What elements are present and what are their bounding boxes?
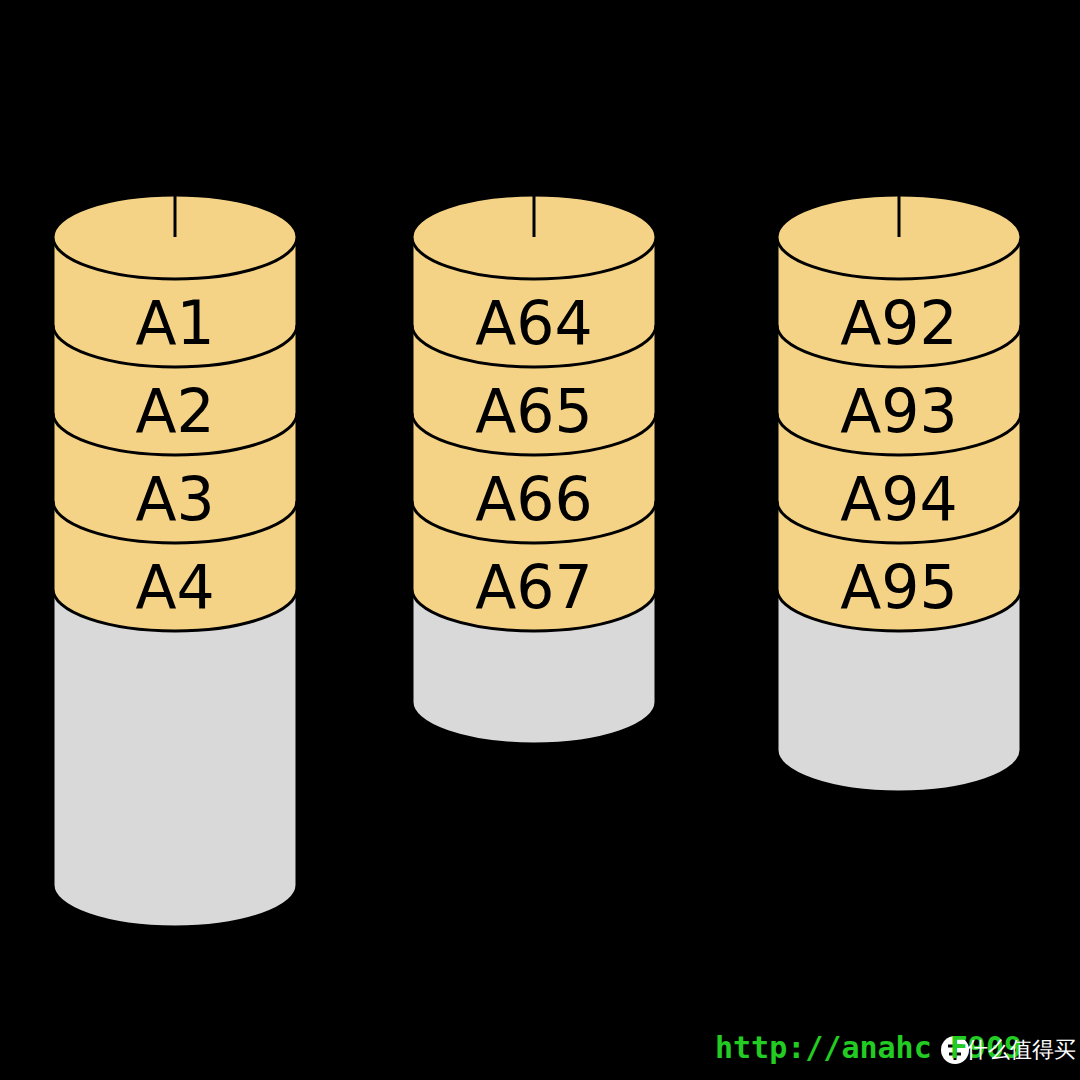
block-label: A65 (475, 381, 592, 441)
spindle-mark (533, 195, 536, 237)
block-label: A1 (135, 293, 214, 353)
block-label: A92 (840, 293, 957, 353)
data-stripes (53, 237, 297, 631)
data-block-stripe: A1 (75, 283, 275, 363)
data-block-stripe: A65 (434, 371, 634, 451)
data-block-stripe: A4 (75, 547, 275, 627)
disk-top (412, 195, 656, 279)
data-stripes (777, 237, 1021, 631)
data-block-stripe: A95 (799, 547, 999, 627)
disk-cylinder (777, 195, 1021, 792)
disk-top (53, 195, 297, 279)
data-block-stripe: A2 (75, 371, 275, 451)
data-block-stripe: A94 (799, 459, 999, 539)
spindle-mark (174, 195, 177, 237)
block-label: A4 (135, 557, 214, 617)
watermark-brand: 什么值得买 (966, 1039, 1076, 1061)
disk-cylinder (412, 195, 656, 744)
disk-cylinder (53, 195, 297, 927)
block-label: A66 (475, 469, 592, 529)
block-label: A3 (135, 469, 214, 529)
spindle-mark (898, 195, 901, 237)
data-block-stripe: A3 (75, 459, 275, 539)
block-label: A94 (840, 469, 957, 529)
block-label: A2 (135, 381, 214, 441)
free-space (53, 589, 297, 927)
data-stripes (412, 237, 656, 631)
block-label: A95 (840, 557, 957, 617)
data-block-stripe: A93 (799, 371, 999, 451)
data-block-stripe: A66 (434, 459, 634, 539)
data-block-stripe: A67 (434, 547, 634, 627)
block-label: A67 (475, 557, 592, 617)
block-label: A64 (475, 293, 592, 353)
disk-top (777, 195, 1021, 279)
data-block-stripe: A92 (799, 283, 999, 363)
block-label: A93 (840, 381, 957, 441)
data-block-stripe: A64 (434, 283, 634, 363)
